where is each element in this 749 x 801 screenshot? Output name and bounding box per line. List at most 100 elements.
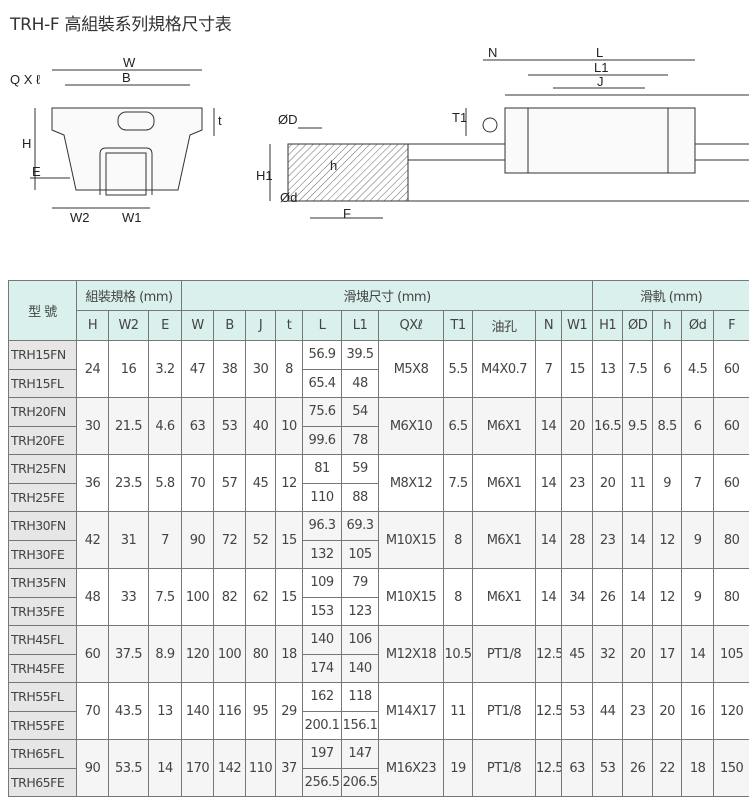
cell-j: 62 bbox=[245, 568, 277, 626]
cell-n: 12.5 bbox=[535, 739, 563, 797]
cell-l: 197 bbox=[302, 739, 343, 769]
cell-l: 81 bbox=[302, 454, 343, 484]
cell-h: 22 bbox=[652, 739, 683, 797]
cell-w2: 23.5 bbox=[108, 454, 149, 512]
cell-h1: 44 bbox=[592, 682, 624, 740]
cell-oil: M6X1 bbox=[472, 568, 537, 626]
cell-h1: 16.5 bbox=[592, 397, 624, 455]
label-h: H bbox=[22, 136, 31, 151]
cell-f: 60 bbox=[713, 454, 749, 512]
cell-l: 109 bbox=[302, 568, 343, 598]
cell-od: 9.5 bbox=[622, 397, 654, 455]
cell-j: 52 bbox=[245, 511, 277, 569]
cell-l1: 147 bbox=[341, 739, 380, 769]
cell-n: 7 bbox=[535, 340, 563, 398]
cell-w: 170 bbox=[181, 739, 215, 797]
label-n: N bbox=[488, 45, 497, 60]
cell-w: 140 bbox=[181, 682, 215, 740]
cell-e: 3.2 bbox=[147, 340, 183, 398]
cell-e: 14 bbox=[147, 739, 183, 797]
label-l: L bbox=[596, 45, 603, 60]
cell-l: 140 bbox=[302, 625, 343, 655]
cell-e: 7.5 bbox=[147, 568, 183, 626]
cell-l1: 123 bbox=[341, 596, 380, 626]
cell-b: 72 bbox=[213, 511, 247, 569]
cell-od: 7.5 bbox=[622, 340, 654, 398]
header-column: W bbox=[181, 310, 215, 341]
label-od-small: Ød bbox=[280, 190, 297, 205]
cell-f: 150 bbox=[713, 739, 749, 797]
label-w: W bbox=[123, 55, 136, 70]
header-column: B bbox=[213, 310, 247, 341]
cell-t1: 5.5 bbox=[443, 340, 474, 398]
cell-l1: 78 bbox=[341, 425, 380, 455]
cell-n: 14 bbox=[535, 454, 563, 512]
model-cell: TRH25FE bbox=[8, 482, 77, 512]
cell-h1: 32 bbox=[592, 625, 624, 683]
header-column: L1 bbox=[341, 310, 380, 341]
cell-w2: 33 bbox=[108, 568, 149, 626]
cell-oil: M6X1 bbox=[472, 511, 537, 569]
label-f: F bbox=[343, 206, 351, 221]
cell-f: 105 bbox=[713, 625, 749, 683]
cell-w2: 21.5 bbox=[108, 397, 149, 455]
cell-h1: 53 bbox=[592, 739, 624, 797]
cell-oil: M6X1 bbox=[472, 454, 537, 512]
cell-qxl: M10X15 bbox=[378, 568, 445, 626]
cell-l1: 118 bbox=[341, 682, 380, 712]
cell-l: 65.4 bbox=[302, 368, 343, 398]
label-t1: T1 bbox=[452, 110, 467, 125]
model-cell: TRH65FL bbox=[8, 739, 77, 769]
header-column: Ød bbox=[681, 310, 715, 341]
cell-l1: 39.5 bbox=[341, 340, 380, 370]
cell-w: 120 bbox=[181, 625, 215, 683]
header-column: ØD bbox=[622, 310, 654, 341]
cell-b: 116 bbox=[213, 682, 247, 740]
dimension-diagram: Q X ℓ W B H t E W2 W1 ØD H1 h Ød F N L L… bbox=[10, 45, 749, 225]
header-column: 油孔 bbox=[472, 310, 537, 341]
cell-l: 153 bbox=[302, 596, 343, 626]
label-e: E bbox=[32, 164, 41, 179]
model-cell: TRH55FE bbox=[8, 710, 77, 740]
cell-t: 29 bbox=[275, 682, 304, 740]
cell-t1: 8 bbox=[443, 511, 474, 569]
cell-w1: 23 bbox=[561, 454, 594, 512]
model-cell: TRH35FN bbox=[8, 568, 77, 598]
cell-od: 9 bbox=[681, 568, 715, 626]
cell-b: 38 bbox=[213, 340, 247, 398]
cell-oil: M4X0.7 bbox=[472, 340, 537, 398]
header-group: 組裝規格 (mm) bbox=[75, 280, 183, 311]
cell-t1: 10.5 bbox=[443, 625, 474, 683]
label-j: J bbox=[597, 74, 604, 89]
header-column: H1 bbox=[592, 310, 624, 341]
cell-w: 47 bbox=[181, 340, 215, 398]
cell-h: 9 bbox=[652, 454, 683, 512]
cell-l: 56.9 bbox=[302, 340, 343, 370]
cell-w1: 53 bbox=[561, 682, 594, 740]
cell-h: 90 bbox=[76, 739, 109, 797]
model-cell: TRH65FE bbox=[8, 767, 77, 797]
cell-l: 99.6 bbox=[302, 425, 343, 455]
cell-od: 7 bbox=[681, 454, 715, 512]
cell-e: 4.6 bbox=[147, 397, 183, 455]
cell-n: 12.5 bbox=[535, 625, 563, 683]
cell-w2: 43.5 bbox=[108, 682, 149, 740]
cell-t: 15 bbox=[275, 568, 304, 626]
cell-l: 200.1 bbox=[302, 710, 343, 740]
cell-oil: PT1/8 bbox=[472, 625, 537, 683]
cell-j: 40 bbox=[245, 397, 277, 455]
cell-f: 80 bbox=[713, 511, 749, 569]
cell-od: 14 bbox=[622, 511, 654, 569]
header-column: E bbox=[147, 310, 183, 341]
cell-b: 100 bbox=[213, 625, 247, 683]
cell-t: 10 bbox=[275, 397, 304, 455]
cell-oil: PT1/8 bbox=[472, 682, 537, 740]
cell-n: 14 bbox=[535, 397, 563, 455]
cell-f: 120 bbox=[713, 682, 749, 740]
